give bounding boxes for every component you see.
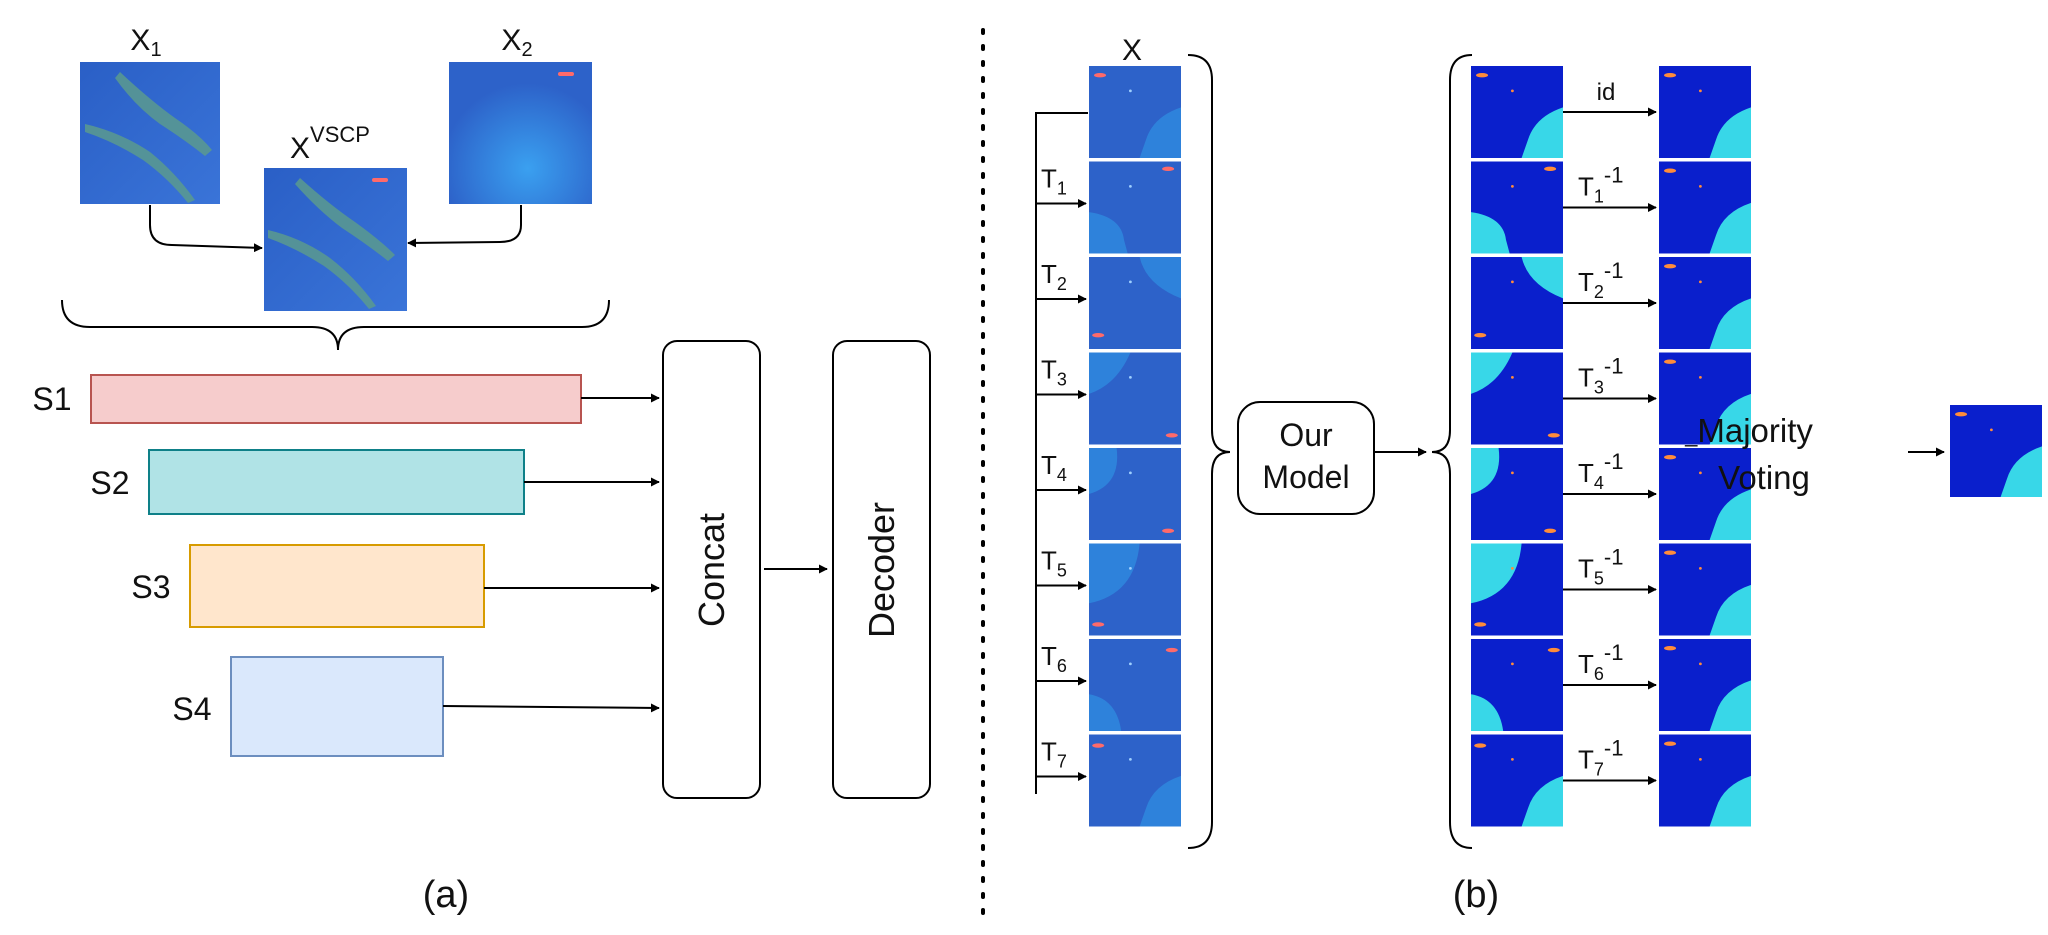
restored-mask-5	[1659, 543, 1751, 636]
transform-label-5: T5	[1041, 546, 1067, 581]
inverse-label-4: T4-1	[1578, 449, 1623, 493]
restored-masks-column	[1659, 66, 1751, 827]
augmentation-feed-line	[1035, 112, 1088, 794]
predicted-mask-0	[1471, 66, 1563, 158]
input-tile-t3	[1089, 352, 1181, 445]
predicted-mask-4	[1471, 448, 1563, 540]
augmented-inputs-column	[1089, 66, 1181, 827]
stage-s2-label: S2	[90, 465, 129, 501]
input-tile-t6	[1089, 639, 1181, 731]
transform-label-7: T7	[1041, 737, 1067, 772]
x1-label: X	[130, 24, 150, 57]
stage-s3: S3	[131, 544, 485, 628]
our-model-block: Our Model	[1237, 401, 1375, 515]
predicted-mask-5	[1471, 543, 1563, 636]
transform-label-1: T1	[1041, 164, 1067, 199]
stage-s2: S2	[90, 449, 525, 515]
restored-mask-4	[1659, 448, 1751, 540]
inverse-label-6: T6-1	[1578, 640, 1623, 684]
input-tile-t4	[1089, 448, 1181, 540]
svg-text:X2: X2	[501, 24, 532, 61]
input-tile-t7	[1089, 734, 1181, 827]
restored-mask-6	[1659, 639, 1751, 731]
caption-b: (b)	[1453, 874, 1499, 916]
transform-label-3: T3	[1041, 355, 1067, 390]
x1-image	[80, 62, 220, 204]
x1-to-xvscp-arrow	[149, 205, 263, 253]
restored-mask-7	[1659, 734, 1751, 827]
xvscp-superscript: VSCP	[310, 122, 370, 147]
inverse-label-3: T3-1	[1578, 354, 1623, 398]
transform-label-6: T6	[1041, 641, 1067, 676]
stage-s1: S1	[32, 374, 582, 424]
restored-mask-0	[1659, 66, 1751, 158]
predicted-mask-1	[1471, 161, 1563, 254]
identity-label: id	[1597, 79, 1616, 106]
decoder-block: Decoder	[832, 340, 931, 799]
caption-a: (a)	[423, 874, 469, 916]
inverse-label-5: T5-1	[1578, 545, 1623, 589]
model-label-line1: Our	[1279, 417, 1333, 453]
x2-to-xvscp-arrow	[407, 205, 522, 248]
x2-subscript: 2	[521, 39, 532, 61]
restored-mask-1	[1659, 161, 1751, 254]
stage-s1-label: S1	[32, 381, 71, 417]
concat-label: Concat	[691, 513, 732, 627]
predicted-mask-2	[1471, 257, 1563, 349]
input-tile-original	[1089, 66, 1181, 158]
input-label: X	[1122, 34, 1142, 67]
decoder-label: Decoder	[861, 502, 902, 638]
stage-brace	[61, 299, 610, 351]
transform-label-2: T2	[1041, 259, 1067, 294]
final-mask	[1950, 405, 2042, 497]
predicted-mask-7	[1471, 734, 1563, 827]
inputs-brace	[1187, 54, 1231, 849]
x1-subscript: 1	[150, 39, 161, 61]
inverse-label-1: T1-1	[1578, 163, 1623, 207]
predicted-mask-6	[1471, 639, 1563, 731]
transform-label-4: T4	[1041, 450, 1067, 485]
voting-label-line1: _Majority	[1684, 412, 1813, 449]
x2-label: X	[501, 24, 521, 57]
predicted-masks-column	[1471, 66, 1563, 827]
restored-mask-2	[1659, 257, 1751, 349]
input-tile-t2	[1089, 257, 1181, 349]
xvscp-image	[264, 168, 407, 311]
x2-image	[449, 62, 592, 204]
inverse-label-2: T2-1	[1578, 258, 1623, 302]
s4-to-concat-arrow	[442, 703, 660, 713]
xvscp-label: X	[290, 132, 310, 165]
inverse-label-7: T7-1	[1578, 736, 1623, 780]
predicted-mask-3	[1471, 352, 1563, 445]
stage-s4: S4	[172, 656, 444, 757]
svg-text:X1: X1	[130, 24, 161, 61]
panel-a: X1 X2 XVSCP S1	[32, 24, 931, 916]
input-tile-t1	[1089, 161, 1181, 254]
voting-label-line2: Voting	[1718, 459, 1810, 496]
model-label-line2: Model	[1262, 459, 1349, 495]
svg-text:XVSCP: XVSCP	[290, 122, 370, 165]
stage-s3-label: S3	[131, 569, 170, 605]
stage-s4-label: S4	[172, 691, 211, 727]
outputs-brace	[1431, 54, 1473, 849]
input-tile-t5	[1089, 543, 1181, 636]
restored-mask-3	[1659, 352, 1751, 445]
concat-block: Concat	[662, 340, 761, 799]
